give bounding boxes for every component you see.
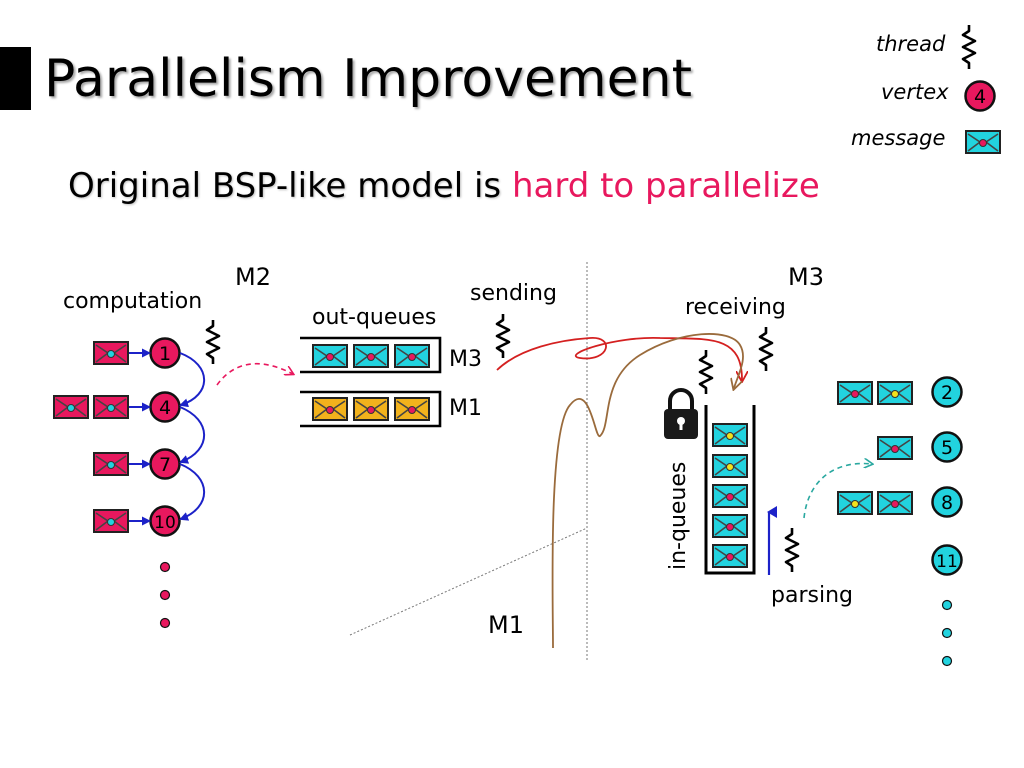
message-envelope [837,491,873,515]
m3-vertex-11-number: 11 [936,552,958,572]
thread-icon [758,325,774,373]
out-queue-m1 [300,390,442,428]
machine-label-m1: M1 [488,611,524,639]
ellipsis-dot [159,617,171,629]
legend-message-label: message [851,126,946,150]
parsing-label: parsing [771,583,853,608]
ellipsis-dot [159,589,171,601]
m2-vertex-7: 7 [149,448,181,480]
subtitle: Original BSP-like model is hard to paral… [68,164,820,208]
message-envelope [877,436,913,460]
thread-icon [698,348,714,396]
vertex-icon: 4 [964,80,996,112]
m3-vertex-5: 5 [931,431,963,463]
m3-vertex-5-number: 5 [941,437,953,459]
message-envelope [93,509,129,533]
m3-vertex-11: 11 [931,544,963,576]
m2-vertex-1-number: 1 [159,343,171,365]
m2-vertex-7-number: 7 [159,454,171,476]
thread-icon [961,23,977,71]
m2-vertex-10: 10 [149,505,181,537]
message-envelope [877,381,913,405]
legend-thread-label: thread [876,32,946,56]
message-envelope [93,395,129,419]
machine-label-m2: M2 [235,263,271,291]
lock-icon [664,388,698,439]
m2-vertex-4-number: 4 [159,397,171,419]
sending-label: sending [470,281,557,306]
thread-icon [205,318,221,366]
in-queues-box [704,405,756,575]
m3-vertex-8: 8 [931,486,963,518]
out-queues-label: out-queues [312,305,437,330]
m2-vertex-10-number: 10 [154,513,176,533]
machine-boundary-diagonal [349,527,588,636]
m2-vertex-4: 4 [149,391,181,423]
ellipsis-dot [159,561,171,573]
page-title: Parallelism Improvement [44,49,692,109]
out-queue-m3 [300,336,442,374]
title-accent-bar [0,47,31,110]
message-envelope [93,341,129,365]
message-envelope [837,381,873,405]
thread-icon [495,312,511,360]
receiving-label: receiving [685,295,786,320]
subtitle-prefix: Original BSP-like model is [68,166,512,206]
message-icon [965,130,1001,154]
m3-vertex-2: 2 [931,376,963,408]
queue-label-m3: M3 [449,347,482,372]
subtitle-highlight: hard to parallelize [511,166,820,206]
legend-vertex-label: vertex [881,80,949,104]
queue-label-m1: M1 [449,396,482,421]
m3-vertex-8-number: 8 [941,492,953,514]
legend-vertex-number: 4 [974,86,986,108]
ellipsis-dot [941,599,953,611]
message-envelope [93,452,129,476]
message-envelope [53,395,89,419]
thread-icon [784,526,800,574]
ellipsis-dot [941,627,953,639]
message-envelope [877,491,913,515]
machine-label-m3: M3 [788,263,824,291]
m2-vertex-1: 1 [149,337,181,369]
computation-label: computation [63,289,203,314]
ellipsis-dot [941,655,953,667]
m3-vertex-2-number: 2 [941,382,953,404]
